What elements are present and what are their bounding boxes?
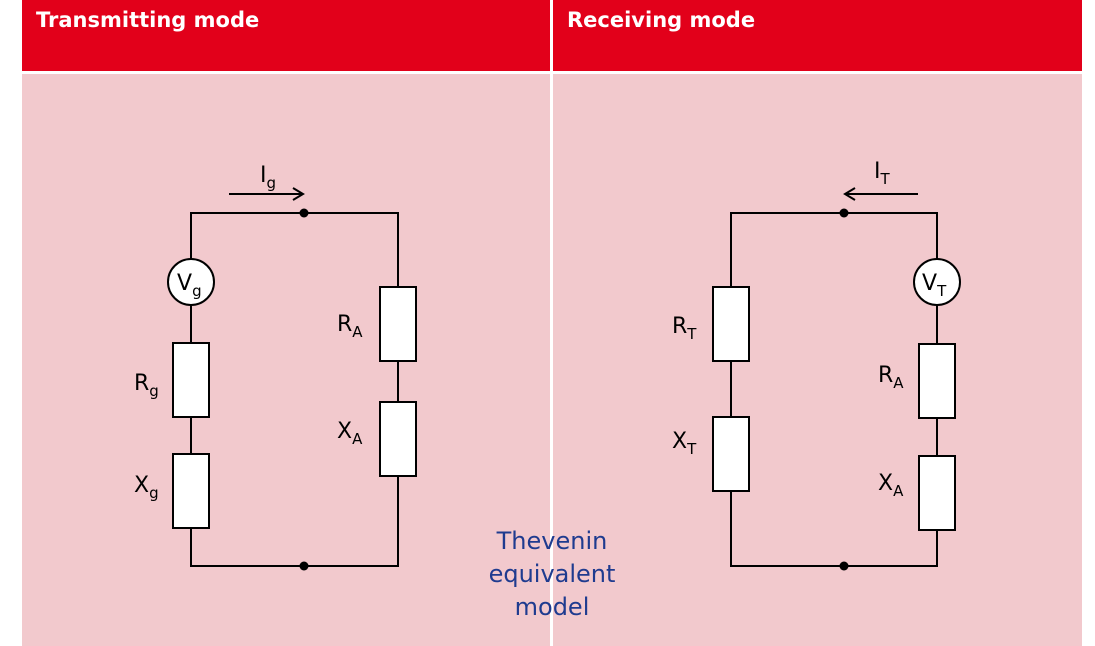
current-label-ig: Ig [260, 163, 276, 192]
reactance-xa-receive [918, 455, 956, 531]
label-xt: XT [672, 429, 697, 458]
current-arrow-it [843, 187, 918, 201]
label-xg: Xg [134, 473, 159, 502]
receiving-panel [553, 74, 1082, 646]
label-xa-receive: XA [878, 471, 904, 500]
current-arrow-ig [229, 187, 305, 201]
label-ra-receive: RA [878, 363, 904, 392]
node-dot [839, 208, 849, 218]
voltage-source-vg [167, 258, 215, 306]
transmitting-mode-title: Transmitting mode [36, 8, 260, 32]
label-rt: RT [672, 314, 697, 343]
current-label-it: IT [874, 159, 891, 188]
resistor-rt [712, 286, 750, 362]
caption-line-2: equivalent [488, 560, 616, 588]
receive-wires [730, 212, 938, 567]
node-dot [299, 208, 309, 218]
transmitting-panel [22, 74, 550, 646]
resistor-rg [172, 342, 210, 418]
transmitting-mode-header: Transmitting mode [22, 0, 550, 71]
thevenin-caption: Thevenin equivalent model [452, 525, 652, 624]
transmit-wires [190, 212, 399, 567]
caption-line-3: model [514, 593, 590, 621]
source-label-vg: Vg [177, 271, 202, 300]
reactance-xt [712, 416, 750, 492]
resistor-ra-receive [918, 343, 956, 419]
voltage-source-vt [913, 258, 961, 306]
resistor-ra-transmit [379, 286, 417, 362]
receiving-mode-title: Receiving mode [567, 8, 756, 32]
label-rg: Rg [134, 371, 159, 400]
reactance-xg [172, 453, 210, 529]
label-ra-transmit: RA [337, 312, 363, 341]
source-label-vt: VT [922, 271, 947, 300]
label-xa-transmit: XA [337, 419, 363, 448]
node-dot [839, 561, 849, 571]
receiving-mode-header: Receiving mode [553, 0, 1082, 71]
reactance-xa-transmit [379, 401, 417, 477]
node-dot [299, 561, 309, 571]
caption-line-1: Thevenin [496, 527, 608, 555]
